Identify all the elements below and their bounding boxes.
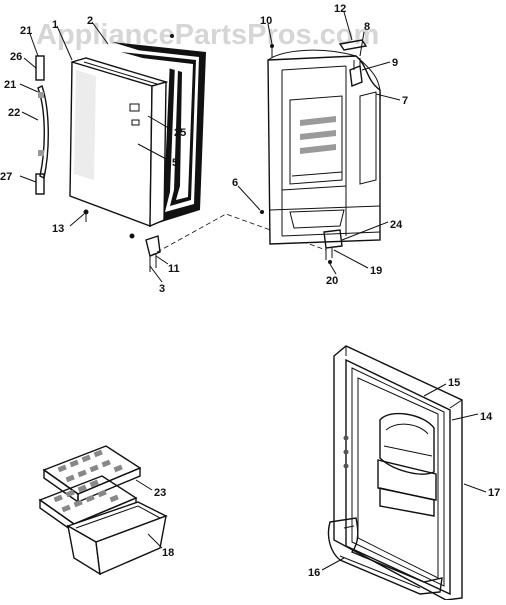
callout-12: 12 <box>334 3 346 15</box>
callout-21-top: 21 <box>20 25 32 37</box>
callout-3: 3 <box>159 283 165 295</box>
callout-20: 20 <box>326 275 338 287</box>
callout-1: 1 <box>52 19 58 31</box>
callout-15: 15 <box>448 377 460 389</box>
door-gasket <box>112 42 206 225</box>
callout-6: 6 <box>232 177 238 189</box>
callout-23: 23 <box>154 487 166 499</box>
callout-8: 8 <box>364 21 370 33</box>
callout-16: 16 <box>308 567 320 579</box>
callout-26: 26 <box>10 51 22 63</box>
callout-labels: 1 2 3 5 6 7 8 9 10 11 12 13 14 15 16 17 … <box>0 3 500 579</box>
callout-27: 27 <box>0 171 12 183</box>
callout-18: 18 <box>162 547 174 559</box>
callout-17: 17 <box>488 487 500 499</box>
callout-21-mid: 21 <box>4 79 16 91</box>
screw <box>170 34 174 38</box>
handle-cap-bottom <box>35 173 45 195</box>
screw <box>83 209 89 215</box>
door-panel <box>69 57 169 228</box>
callout-11: 11 <box>168 263 180 275</box>
handle-cap-top <box>35 55 45 81</box>
callout-25: 25 <box>174 127 186 139</box>
fresh-food-door-assembly <box>321 345 487 601</box>
callout-14: 14 <box>480 411 493 423</box>
ice-trays-and-bin <box>38 445 168 576</box>
cabinet-assembly <box>237 11 401 275</box>
callout-19: 19 <box>370 265 382 277</box>
callout-24: 24 <box>390 219 403 231</box>
callout-22: 22 <box>8 107 20 119</box>
callout-5: 5 <box>172 157 178 169</box>
callout-13: 13 <box>52 223 64 235</box>
door-handle <box>35 55 49 195</box>
callout-2: 2 <box>87 15 93 27</box>
callout-10: 10 <box>260 15 272 27</box>
screw <box>129 233 135 239</box>
callout-7: 7 <box>402 95 408 107</box>
freezer-door-assembly <box>19 21 327 283</box>
callout-9: 9 <box>392 57 398 69</box>
